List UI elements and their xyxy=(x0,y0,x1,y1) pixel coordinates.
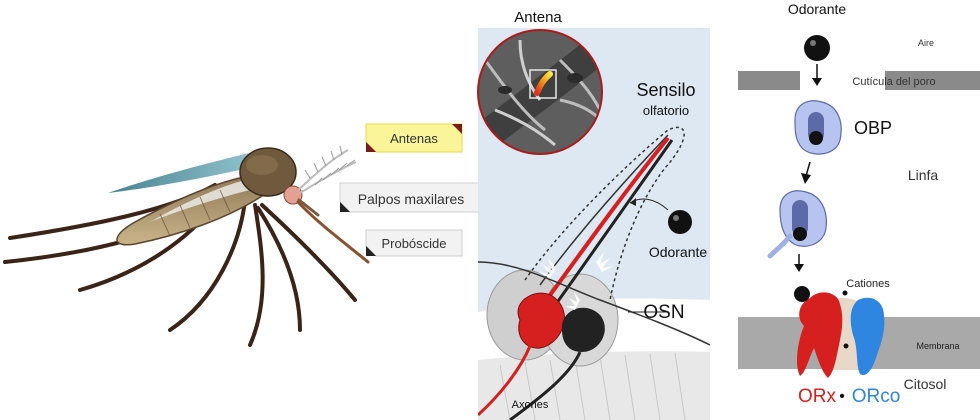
obp-protein-bound xyxy=(794,100,842,155)
mosquito-illustration xyxy=(3,145,370,347)
callout-palps-label: Palpos maxilares xyxy=(358,191,465,207)
antenna-title: Antena xyxy=(514,9,562,26)
orx-label: ORx xyxy=(798,386,837,407)
arrow-down-icon xyxy=(801,161,811,184)
callout-proboscis: Probóscide xyxy=(365,229,463,257)
arrow-down-icon xyxy=(812,64,822,86)
air-label: Aire xyxy=(918,38,934,48)
odorant-molecule xyxy=(668,210,692,234)
odorant-label-sensillum: Odorante xyxy=(649,244,708,260)
osn-label: OSN xyxy=(643,302,684,323)
pore-cuticle-label: Cutícula del poro xyxy=(852,76,935,88)
sensillum-panel: Antena Sensilo olfatorio Odorante OSN Ax… xyxy=(477,9,710,420)
obp-protein-release xyxy=(767,190,827,259)
membrane-label: Membrana xyxy=(916,341,959,351)
obp-label: OBP xyxy=(854,118,892,138)
odorant-label-pathway: Odorante xyxy=(788,1,847,17)
sensillum-label-line1: Sensilo xyxy=(636,80,695,100)
cations-label: Cationes xyxy=(846,278,890,290)
pathway-panel: Odorante Aire Cutícula del poro OBP Linf… xyxy=(738,1,980,407)
receptor-separator-dot: • xyxy=(839,388,845,405)
axons-label: Axones xyxy=(512,399,549,411)
callout-proboscis-label: Probóscide xyxy=(381,236,446,251)
sensillum-label-line2: olfatorio xyxy=(643,103,689,118)
callout-maxillary-palps: Palpos maxilares xyxy=(339,182,483,213)
callout-antennae-label: Antenas xyxy=(390,131,438,146)
cytosol-label: Citosol xyxy=(904,376,947,392)
callout-antennae: Antenas xyxy=(365,123,463,153)
lymph-label: Linfa xyxy=(908,167,939,183)
arrow-down-icon xyxy=(794,254,804,272)
orco-label: ORco xyxy=(852,386,901,407)
receptor-complex xyxy=(794,286,885,378)
